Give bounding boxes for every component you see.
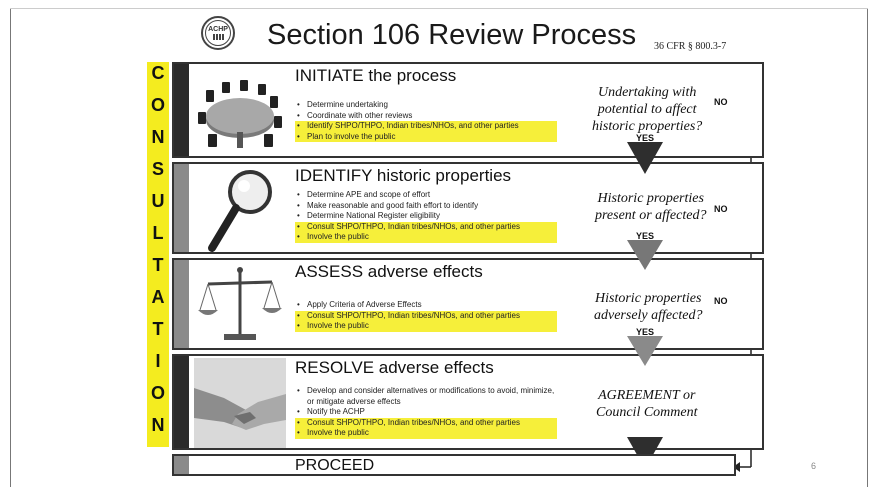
bullet-highlighted: Consult SHPO/THPO, Indian tribes/NHOs, a… [295,221,557,232]
consultation-letter: S [151,159,164,179]
step-bullets: Determine undertaking Coordinate with ot… [295,100,557,142]
step-stripe [174,164,189,252]
frame-left-border [10,8,11,487]
step-title: RESOLVE adverse effects [295,358,494,377]
decision-question-2: Historic properties present or affected? [595,191,707,223]
bullet: Determine APE and scope of effort [295,190,557,201]
step-initiate: INITIATE the process Determine undertaki… [172,62,764,158]
seal-text: ACHP [208,26,228,33]
consultation-letter: N [151,415,165,435]
consultation-bar [147,62,169,447]
bullet: Notify the ACHP [295,407,557,418]
cfr-citation: 36 CFR § 800.3-7 [654,41,727,52]
step-title: ASSESS adverse effects [295,262,483,281]
frame-top-border [10,8,868,9]
achp-seal-logo: ACHP [201,16,235,50]
page-title: Section 106 Review Process [267,19,637,51]
yes-arrow-3 [627,336,663,366]
step-bullets: Develop and consider alternatives or mod… [295,386,557,439]
bullet: Develop and consider alternatives or mod… [295,386,557,407]
no-label-2: NO [714,204,728,214]
consultation-letter: U [151,191,165,211]
bullet-highlighted: Involve the public [295,232,557,243]
no-label-1: NO [714,97,728,107]
step-assess: ASSESS adverse effects Apply Criteria of… [172,258,764,350]
yes-arrow-1 [627,142,663,174]
bullet: Make reasonable and good faith effort to… [295,201,557,212]
step-bullets: Apply Criteria of Adverse Effects Consul… [295,300,557,332]
decision-question-1: Undertaking with potential to affect his… [592,85,703,134]
step-bullets: Determine APE and scope of effort Make r… [295,190,557,243]
proceed-label: PROCEED [295,457,375,474]
consultation-letter: A [151,287,165,307]
bullet-highlighted: Identify SHPO/THPO, Indian tribes/NHOs, … [295,121,557,132]
step-title: INITIATE the process [295,66,457,85]
bullet-highlighted: Consult SHPO/THPO, Indian tribes/NHOs, a… [295,310,557,321]
yes-arrow-2 [627,240,663,270]
proceed-box: PROCEED [172,454,736,476]
bullet-highlighted: Consult SHPO/THPO, Indian tribes/NHOs, a… [295,417,557,428]
bullet-highlighted: Involve the public [295,428,557,439]
decision-outcome-4: AGREEMENT or Council Comment [596,388,698,420]
proceed-arrow [733,462,740,472]
consultation-letter: I [155,351,161,371]
consultation-letter: L [152,223,164,243]
no-label-3: NO [714,296,728,306]
step-title: IDENTIFY historic properties [295,166,512,185]
frame-right-border [867,8,868,487]
scales-of-justice-icon [198,267,282,340]
bullet: Determine National Register eligibility [295,211,557,222]
yes-label-2: YES [636,231,655,241]
bullet: Apply Criteria of Adverse Effects [295,300,557,311]
consultation-letter: T [152,255,164,275]
step-stripe [174,456,189,474]
bullet-highlighted: Involve the public [295,321,557,332]
step-stripe [174,64,189,156]
consultation-letter: O [150,95,165,115]
bullet: Coordinate with other reviews [295,111,557,122]
conference-table-icon [198,80,282,148]
step-identify: IDENTIFY historic properties Determine A… [172,162,764,254]
bullet-highlighted: Plan to involve the public [295,131,557,142]
step-stripe [174,356,189,448]
bullet: Determine undertaking [295,100,557,111]
magnifying-glass-icon [208,170,272,252]
consultation-letter: T [152,319,164,339]
step-resolve: RESOLVE adverse effects Develop and cons… [172,354,764,450]
handshake-icon [194,358,286,448]
decision-question-3: Historic properties adversely affected? [594,291,703,323]
consultation-letter: N [151,127,165,147]
consultation-letter: C [151,63,165,83]
yes-label-3: YES [636,327,655,337]
step-stripe [174,260,189,348]
slide-number: 6 [811,461,817,471]
yes-label-1: YES [636,133,655,143]
consultation-letter: O [150,383,165,403]
